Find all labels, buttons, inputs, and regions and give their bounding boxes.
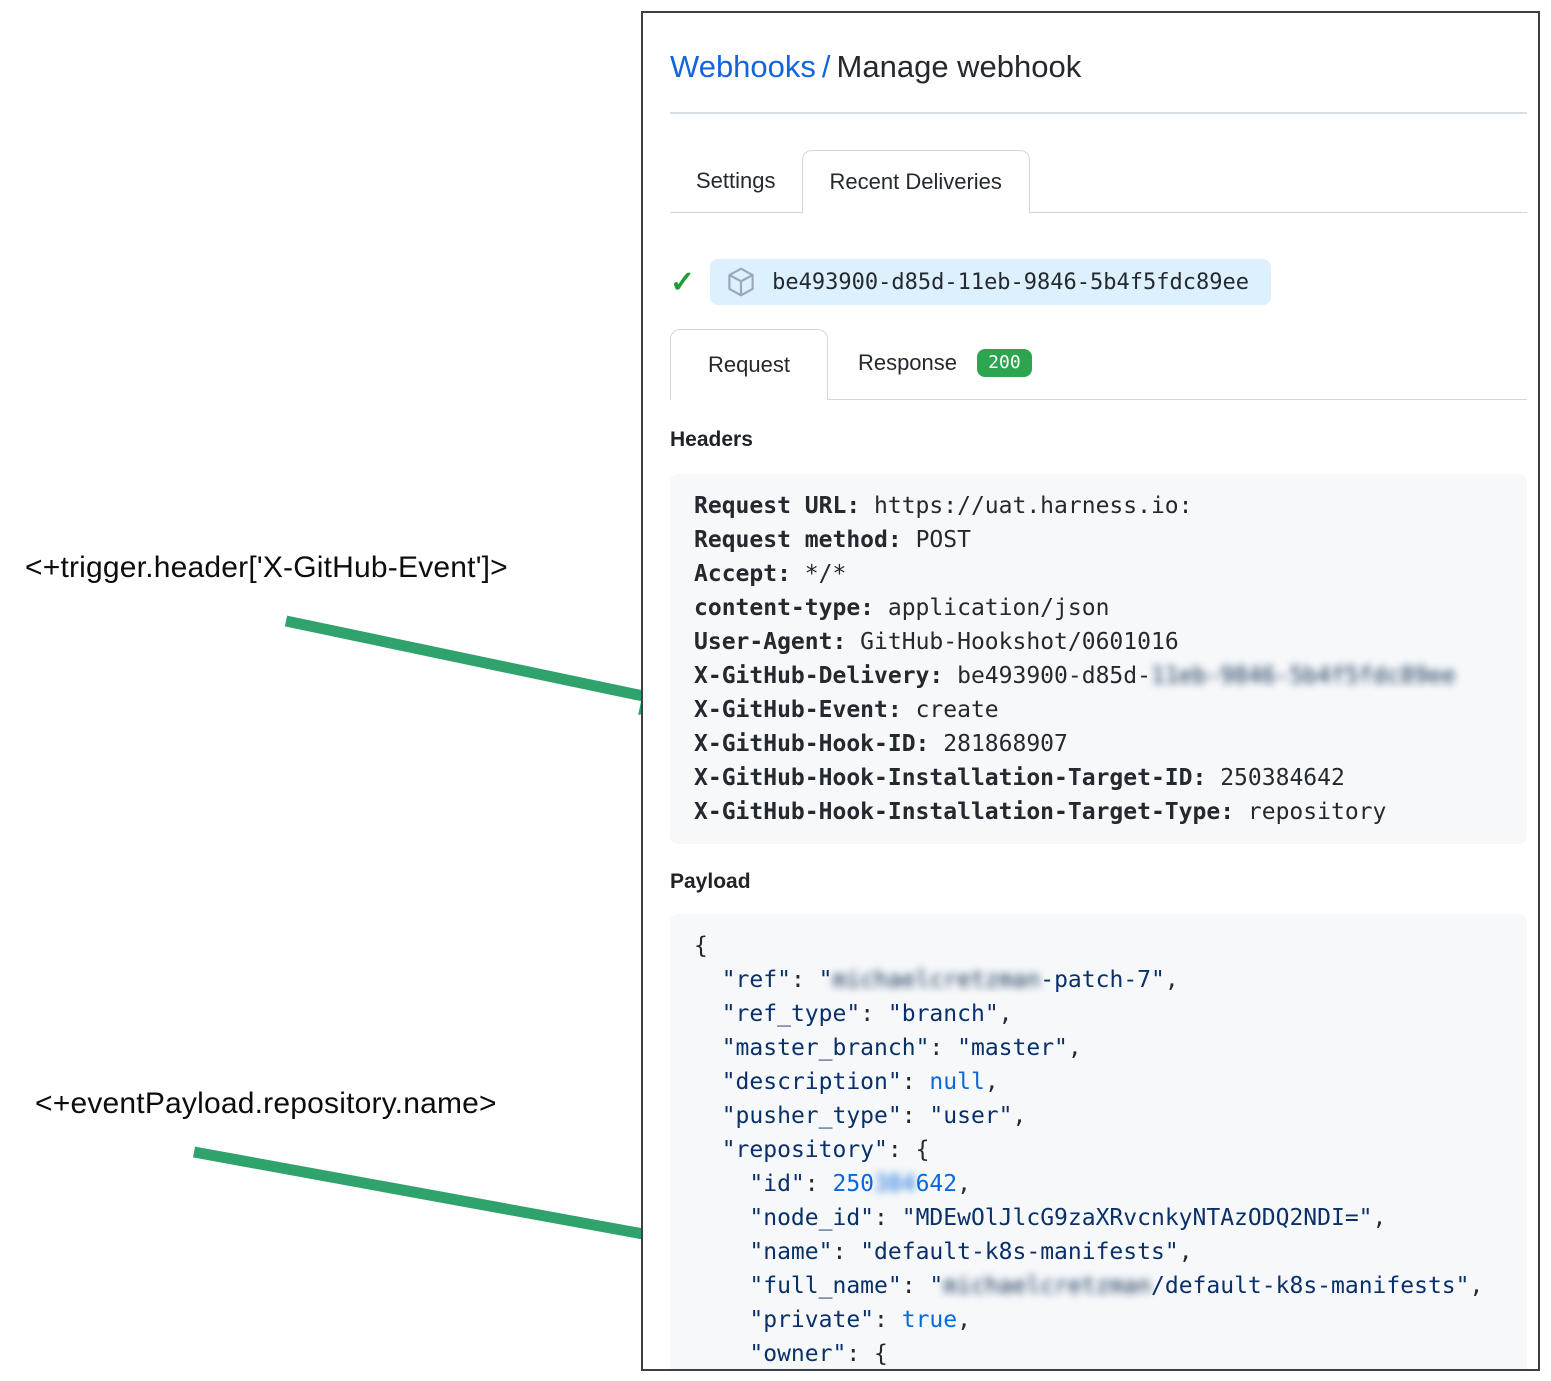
payload-line: "node_id": "MDEwOlJlcG9zaXRvcnkyNTAzODQ2… [749,1205,1387,1231]
delivery-id: be493900-d85d-11eb-9846-5b4f5fdc89ee [772,269,1249,295]
response-status-badge: 200 [977,349,1032,377]
payload-lines: { "ref": "michaelcretzman-patch-7", "ref… [694,929,1503,1369]
main-tabs: Settings Recent Deliveries [670,150,1527,213]
header-line: Request URL: https://uat.harness.io: [694,493,1193,519]
header-line: Request method: POST [694,527,971,553]
request-response-tabs: Request Response 200 [670,327,1527,400]
payload-line: "repository": { [721,1137,930,1163]
payload-box: { "ref": "michaelcretzman-patch-7", "ref… [670,914,1527,1369]
payload-section-title: Payload [670,870,751,893]
annotation-trigger-header: <+trigger.header['X-GitHub-Event']> [25,551,508,584]
headers-box: Request URL: https://uat.harness.io: Requ… [670,474,1527,844]
delivery-row: ✓ be493900-d85d-11eb-9846-5b4f5fdc89ee [670,259,1527,305]
payload-line: { [694,933,708,959]
arrow-to-repository-name [193,1146,732,1263]
arrow-to-github-event [284,615,681,716]
payload-line: "pusher_type": "user", [721,1103,1027,1129]
package-icon [728,267,754,297]
header-line: content-type: application/json [694,595,1110,621]
tab-response[interactable]: Response 200 [828,327,1062,399]
header-line: X-GitHub-Hook-Installation-Target-Type: … [694,799,1387,825]
header-line: X-GitHub-Hook-Installation-Target-ID: 25… [694,765,1345,791]
tab-recent-deliveries[interactable]: Recent Deliveries [801,150,1030,213]
tab-response-label: Response [857,350,958,375]
payload-line: "owner": { [749,1341,888,1367]
header-line: X-GitHub-Delivery: be493900-d85d-11eb-98… [694,663,1456,689]
payload-line: "name": "default-k8s-manifests", [749,1239,1193,1265]
tab-settings[interactable]: Settings [696,168,776,193]
delivery-id-pill[interactable]: be493900-d85d-11eb-9846-5b4f5fdc89ee [710,259,1271,305]
header-line: User-Agent: GitHub-Hookshot/0601016 [694,629,1179,655]
webhook-panel: Webhooks/Manage webhook Settings Recent … [641,11,1540,1371]
headers-entries: Request URL: https://uat.harness.io: Requ… [694,489,1503,829]
title-divider [670,112,1527,114]
success-check-icon: ✓ [670,265,696,299]
payload-line: "private": true, [749,1307,971,1333]
tab-request[interactable]: Request [670,329,828,400]
payload-line: "description": null, [721,1069,999,1095]
payload-line: "ref": "michaelcretzman-patch-7", [721,967,1179,993]
payload-line: "master_branch": "master", [721,1035,1082,1061]
payload-line: "ref_type": "branch", [721,1001,1013,1027]
payload-line: "full_name": "michaelcretzman/default-k8… [749,1273,1484,1299]
breadcrumb: Webhooks/Manage webhook [670,13,1527,88]
breadcrumb-webhooks-link[interactable]: Webhooks [670,49,816,84]
annotation-event-payload: <+eventPayload.repository.name> [35,1087,497,1120]
headers-section-title: Headers [670,428,753,451]
header-line: X-GitHub-Event: create [694,697,999,723]
payload-line: "id": 250384642, [749,1171,971,1197]
page-title: Manage webhook [836,49,1082,84]
breadcrumb-separator: / [821,49,831,84]
header-line: X-GitHub-Hook-ID: 281868907 [694,731,1068,757]
header-line: Accept: */* [694,561,847,587]
